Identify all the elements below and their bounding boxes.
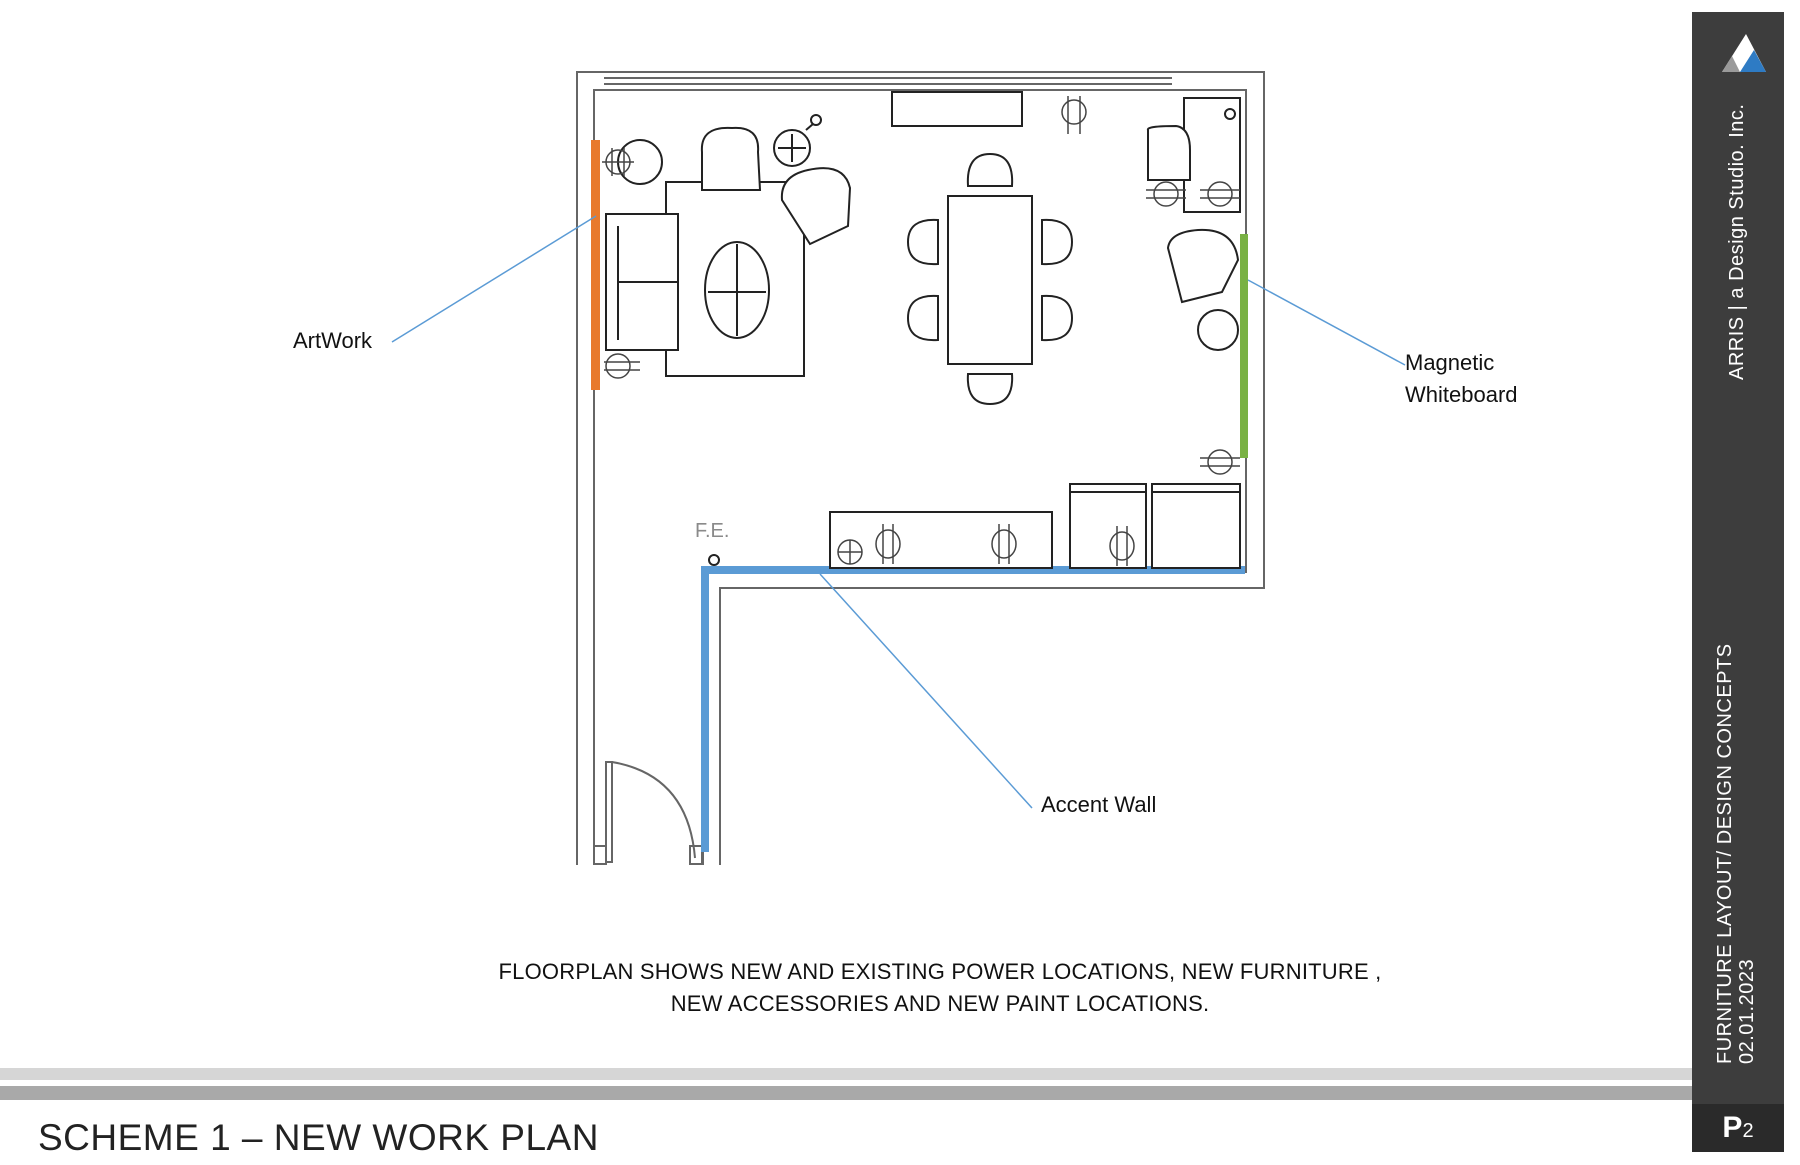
accent-leader [819,573,1033,809]
window-credenza [891,91,1023,127]
guest-chair [1166,228,1240,304]
title-block-sidebar: ARRIS | a Design Studio. Inc. FURNITURE … [1692,12,1784,1152]
company-name: ARRIS | a Design Studio. Inc. [1726,103,1748,380]
conference-chair-bottom [966,373,1014,406]
door-swing [611,761,696,859]
low-cabinet [829,511,1053,569]
artwork-leader [391,215,597,343]
power-outlet-symbol [875,524,901,564]
caption-line-1: FLOORPLAN SHOWS NEW AND EXISTING POWER L… [498,959,1382,984]
page-letter: P [1722,1111,1743,1144]
fire-extinguisher-marker [708,554,720,566]
power-outlet-symbol [1146,181,1186,207]
caption-line-2: NEW ACCESSORIES AND NEW PAINT LOCATIONS. [670,991,1210,1016]
power-outlet-symbol [604,353,640,379]
power-outlet-symbol [1109,526,1135,566]
lounge-chair [780,167,852,246]
plan-caption: FLOORPLAN SHOWS NEW AND EXISTING POWER L… [440,956,1440,1020]
power-outlet-symbol [1061,96,1087,134]
project-title: FURNITURE LAYOUT/ DESIGN CONCEPTS [1714,643,1736,1064]
whiteboard-callout-line1: Magnetic [1405,350,1495,375]
accent-wall-callout: Accent Wall [1041,792,1157,817]
whiteboard-callout-line2: Whiteboard [1405,382,1518,407]
fire-extinguisher-label: F.E. [695,520,730,542]
outer-wall [576,71,1265,865]
conference-chair-right-2 [1041,294,1074,342]
conference-table [947,195,1033,365]
storage-unit [1069,483,1147,569]
whiteboard-callout: Magnetic Whiteboard [1405,347,1518,411]
whiteboard-wall [1240,234,1248,458]
storage-unit [1151,483,1241,569]
desk-chair [1146,124,1191,181]
scheme-title: SCHEME 1 – NEW WORK PLAN [38,1117,599,1158]
floor-lamp-switch [810,114,822,126]
footer-band-light [0,1068,1692,1080]
door-leaf [605,761,613,863]
conference-chair-top [966,152,1014,187]
artwork-callout: ArtWork [293,328,373,353]
page-number: 2 [1742,1120,1754,1142]
arris-triangle-logo-icon [1722,34,1766,72]
power-outlet-symbol [1200,181,1240,207]
lounge-chair [700,126,762,191]
round-side-table [1197,309,1239,351]
whiteboard-leader [1247,279,1406,366]
door-jamb [593,845,607,865]
conference-chair-right-1 [1041,218,1074,266]
door-jamb [689,845,703,865]
power-outlet-symbol [991,524,1017,564]
footer-band-dark [0,1086,1692,1100]
conference-chair-left-2 [906,294,939,342]
desk-accessory [1224,108,1236,120]
artwork-wall [591,140,600,390]
conference-chair-left-1 [906,218,939,266]
project-date: 02.01.2023 [1736,958,1758,1064]
power-outlet-symbol [1200,449,1240,475]
accent-wall [701,566,1245,852]
power-outlet-symbol [837,539,863,565]
page-number-box: P2 [1692,1104,1784,1152]
power-outlet-symbol [602,148,634,176]
